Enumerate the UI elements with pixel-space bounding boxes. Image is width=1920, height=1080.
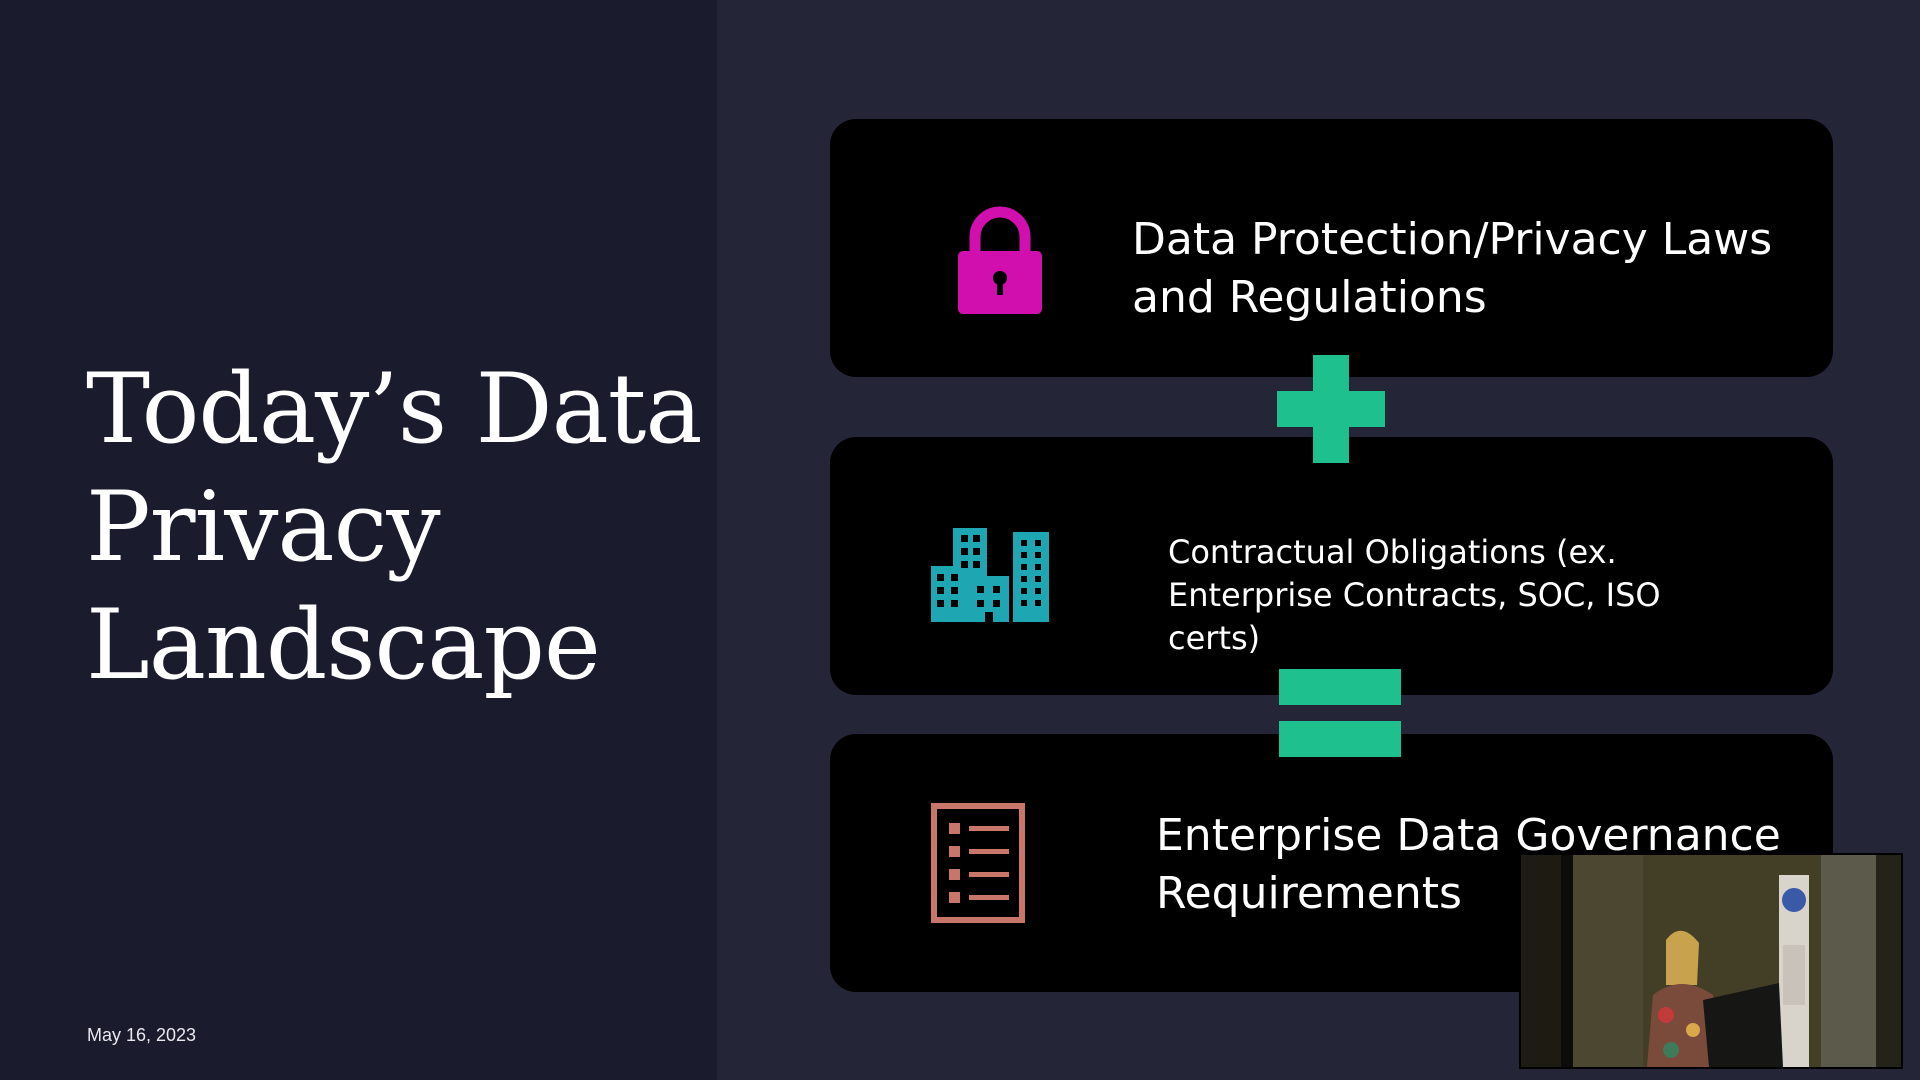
slide-title: Today’s Data Privacy Landscape [86,350,703,704]
office-buildings-icon [931,528,1049,622]
equals-icon [1279,669,1401,757]
slide-date: May 16, 2023 [87,1025,197,1045]
plus-icon [1277,355,1385,463]
card-privacy-laws: Data Protection/Privacy Laws and Regulat… [830,119,1833,377]
slide-title-line: Landscape [86,589,601,701]
card-text: Data Protection/Privacy Laws and Regulat… [1132,214,1773,323]
speaker-video-image [1521,855,1901,1067]
card-contractual-obligations: Contractual Obligations (ex. Enterprise … [830,437,1833,695]
slide-title-line: Privacy [86,471,441,583]
card-text: Contractual Obligations (ex. Enterprise … [1168,533,1661,657]
slide-title-line: Today’s Data [86,353,703,465]
speaker-video-feed [1519,853,1903,1069]
checklist-icon [931,803,1025,923]
title-panel: Today’s Data Privacy Landscape May 16, 2… [0,0,717,1080]
card-text: Enterprise Data Governance Requirements [1156,810,1781,919]
lock-icon [958,206,1042,314]
